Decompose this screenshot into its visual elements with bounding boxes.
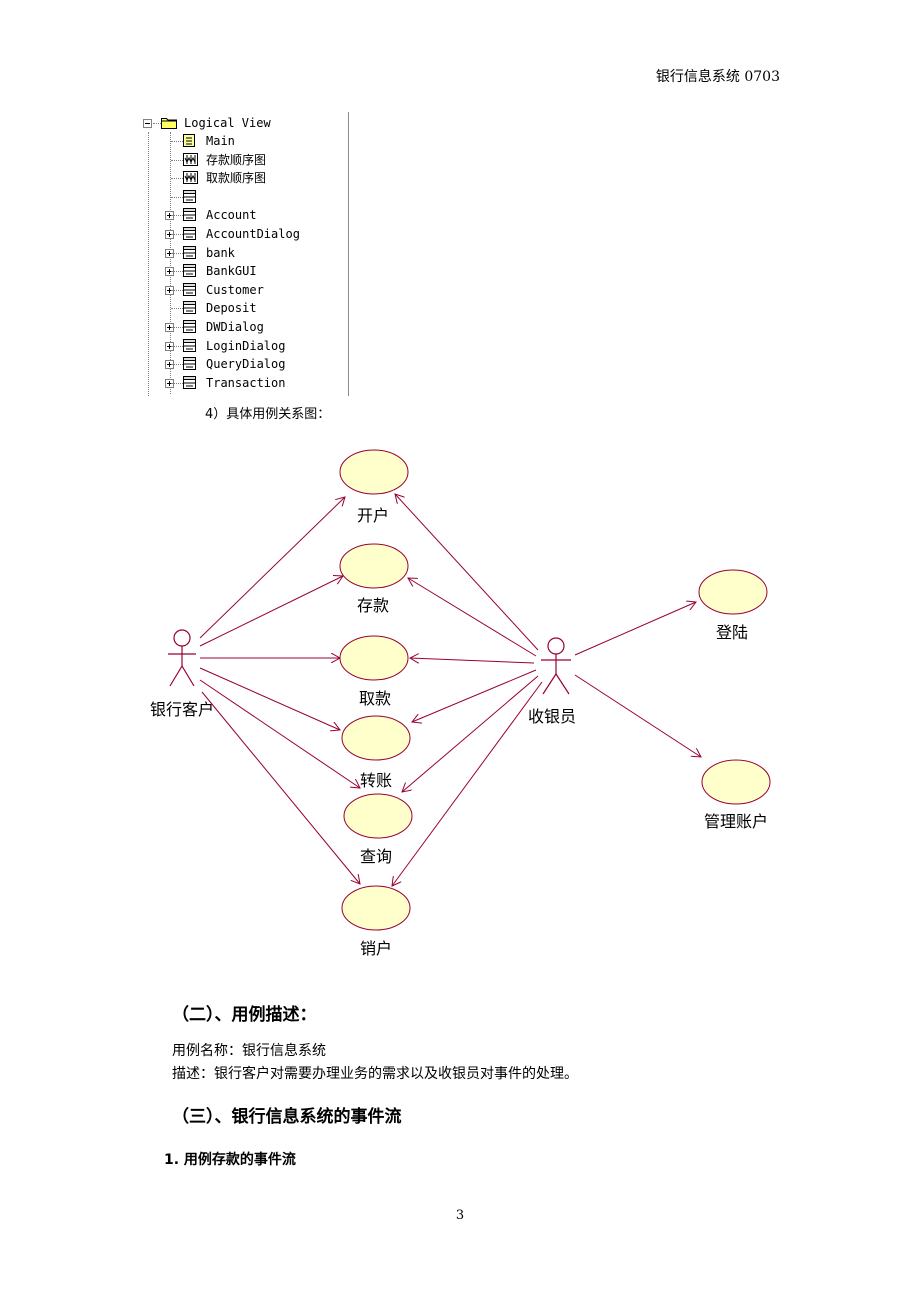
folder-icon: [161, 118, 177, 129]
class-icon: [183, 282, 196, 296]
actor-customer-label: 银行客户: [150, 700, 214, 719]
diagram-caption: 4）具体用例关系图：: [205, 407, 331, 422]
page-number: 3: [455, 1208, 465, 1223]
usecase-withdraw: [339, 635, 409, 681]
use-case-diagram: 银行客户 收银员 开户 存款 取款: [150, 449, 771, 958]
tree-item-label: BankGUI: [206, 264, 257, 279]
actor-cashier-label: 收银员: [528, 707, 576, 726]
class-icon: [183, 320, 196, 333]
tree-item-label: bank: [206, 245, 235, 260]
class-icon: [183, 264, 196, 278]
usecase-description-text: 描述：银行客户对需要办理业务的需求以及收银员对事件的处理。: [172, 1066, 578, 1082]
document-header-title: 银行信息系统 0703: [655, 69, 780, 85]
usecase-open-account: [339, 449, 409, 495]
tree-item-label: Account: [206, 208, 257, 223]
tree-root-label: Logical View: [184, 116, 271, 130]
class-icon: [183, 208, 196, 222]
tree-item-label: Deposit: [206, 301, 257, 316]
tree-item-label: Customer: [206, 282, 264, 297]
class-icon: [183, 189, 196, 203]
cashier-associations: [392, 494, 701, 886]
class-icon: [183, 375, 196, 389]
usecase-name-text: 用例名称：银行信息系统: [172, 1043, 326, 1059]
collapse-icon[interactable]: [143, 119, 152, 128]
usecase-transfer: [341, 715, 411, 761]
usecase-open-account-label: 开户: [357, 506, 389, 525]
tree-item-label: DWDialog: [206, 320, 264, 334]
usecase-login: [698, 569, 768, 615]
usecase-manage-account-label: 管理账户: [704, 812, 768, 831]
class-icon: [183, 227, 196, 240]
sequence-diagram-icon: [183, 152, 198, 166]
tree-item-label: AccountDialog: [206, 227, 300, 241]
section-usecase-description-title: （二）、用例描述：: [172, 1005, 317, 1025]
usecase-login-label: 登陆: [716, 623, 748, 642]
tree-item-label: Main: [206, 134, 235, 148]
usecase-close-account: [341, 885, 411, 931]
actor-cashier: [541, 637, 571, 695]
usecase-close-account-label: 销户: [360, 939, 392, 958]
actor-customer: [168, 629, 196, 687]
sequence-diagram-icon: [183, 171, 198, 185]
tree-item-label: Transaction: [206, 375, 286, 390]
class-icon: [183, 357, 196, 371]
usecase-deposit-label: 存款: [357, 596, 389, 615]
usecase-transfer-label: 转账: [360, 771, 392, 790]
class-diagram-icon: [183, 134, 195, 147]
tree-item-label: 存款顺序图: [206, 152, 267, 167]
section-event-flow-title: （三）、银行信息系统的事件流: [172, 1107, 402, 1127]
tree-item-label: LoginDialog: [206, 338, 286, 353]
class-icon: [183, 338, 196, 352]
usecase-manage-account: [701, 759, 771, 805]
usecase-withdraw-label: 取款: [359, 689, 391, 708]
tree-panel-border: [348, 112, 349, 396]
class-icon: [183, 301, 196, 315]
customer-associations: [199, 497, 360, 884]
usecase-deposit: [339, 543, 409, 589]
class-icon: [183, 245, 196, 259]
usecase-query-label: 查询: [360, 847, 392, 866]
usecase-query: [343, 793, 413, 839]
tree-item-label: QueryDialog: [206, 357, 286, 372]
tree-item-label: 取款顺序图: [206, 171, 267, 186]
subsection-deposit-event-flow: 1. 用例存款的事件流: [164, 1152, 296, 1168]
